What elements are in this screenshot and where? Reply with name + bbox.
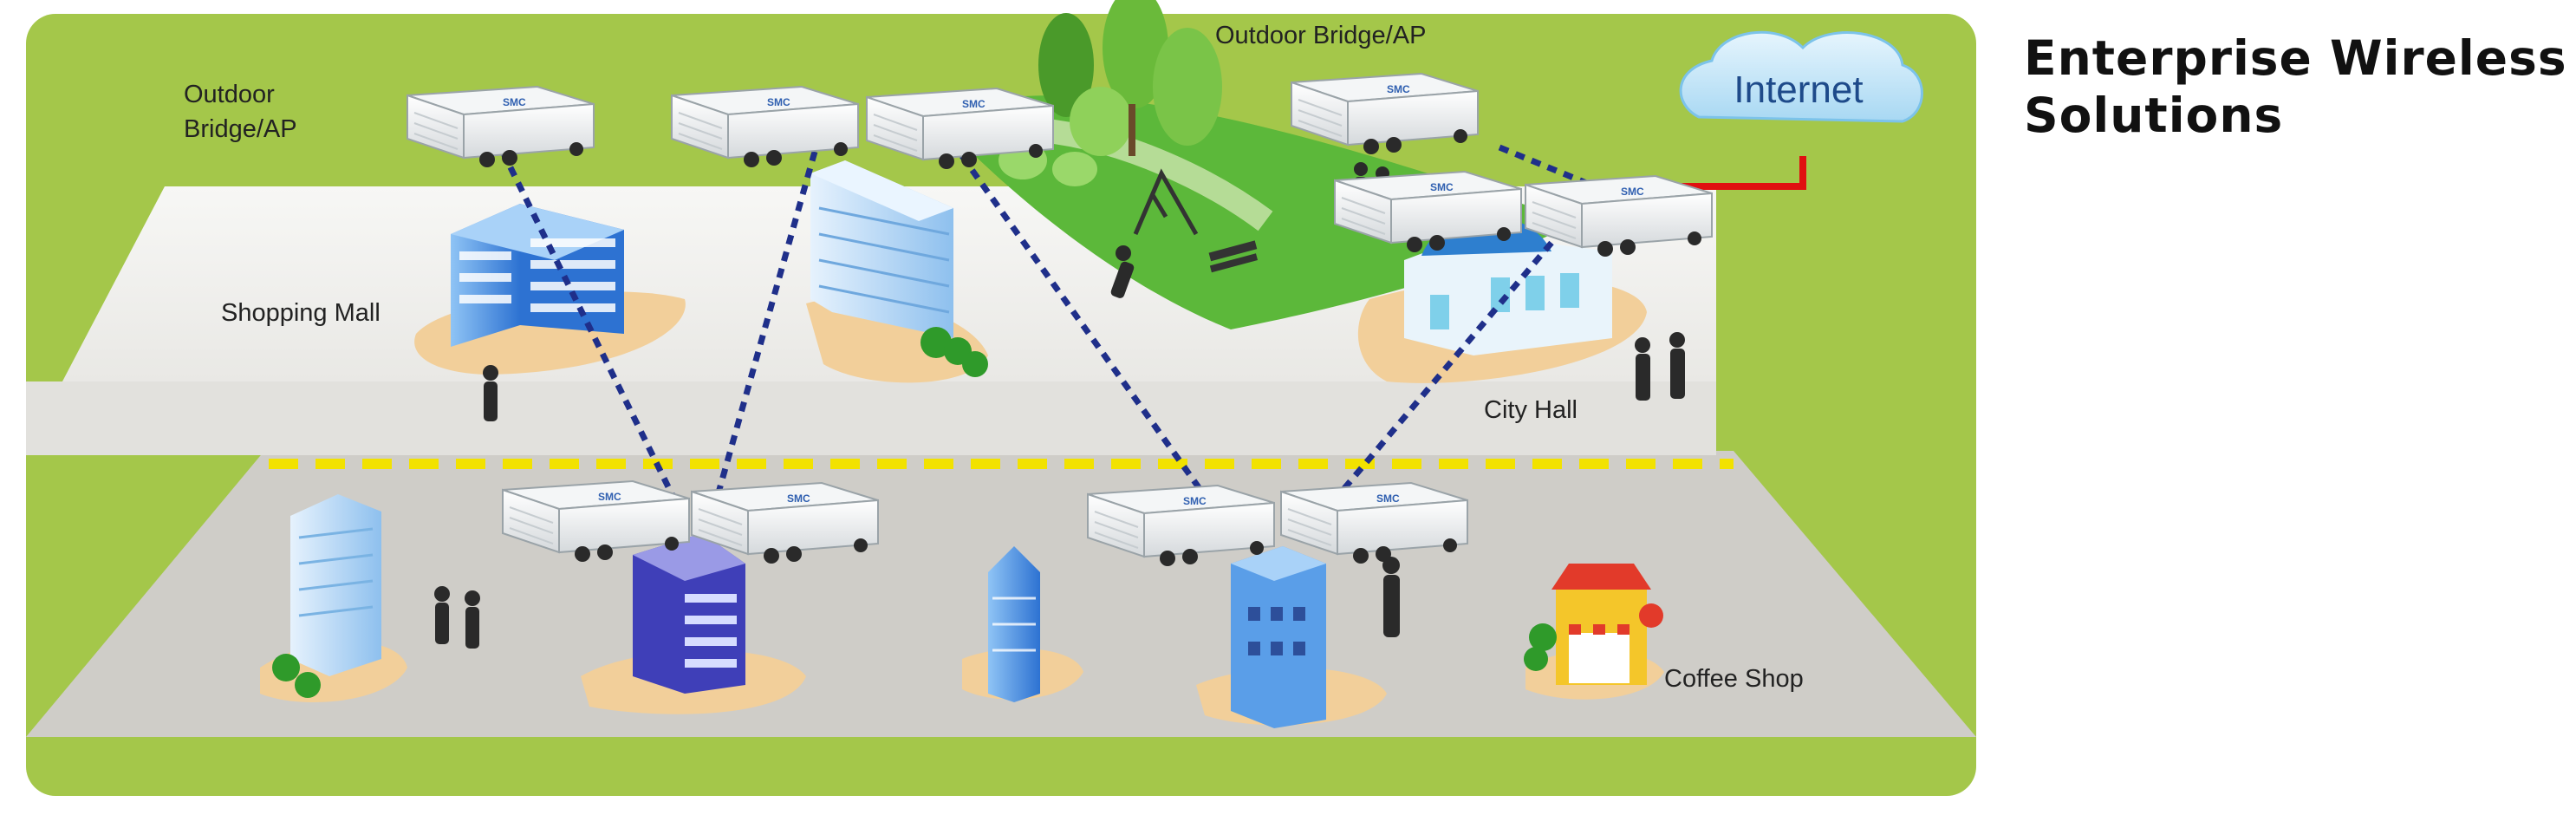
tree-icon bbox=[272, 327, 1557, 698]
device-logo: SMC bbox=[767, 96, 790, 108]
outdoor-ap-device: SMC bbox=[1525, 174, 1713, 257]
wireless-links bbox=[499, 144, 1597, 523]
internet-cloud-icon bbox=[1679, 30, 1923, 123]
internet-label: Internet bbox=[1734, 68, 1863, 111]
building-icon bbox=[810, 160, 953, 338]
outdoor-ap-device: SMC bbox=[1087, 484, 1275, 566]
outdoor-ap-device: SMC bbox=[691, 481, 879, 564]
internet-link bbox=[1682, 156, 1806, 190]
shopping-mall-label: Shopping Mall bbox=[221, 299, 381, 327]
outdoor-bridge-label-line2: Bridge/AP bbox=[184, 115, 297, 143]
device-logo: SMC bbox=[1183, 495, 1207, 507]
device-logo: SMC bbox=[1430, 181, 1454, 193]
building-icon bbox=[451, 204, 624, 347]
title-block: Enterprise Wireless Solutions bbox=[2024, 29, 2567, 144]
coffee-shop-label: Coffee Shop bbox=[1664, 665, 1804, 693]
outdoor-ap-device: SMC bbox=[407, 85, 595, 167]
bench-icon bbox=[1208, 240, 1259, 273]
building-icon bbox=[290, 494, 381, 676]
coffee-shop-icon bbox=[1551, 564, 1663, 685]
outdoor-bridge-top-label: Outdoor Bridge/AP bbox=[1215, 22, 1426, 49]
device-logo: SMC bbox=[1621, 186, 1644, 198]
outdoor-ap-device: SMC bbox=[866, 87, 1054, 169]
swing-icon bbox=[1133, 168, 1199, 236]
device-logo: SMC bbox=[962, 98, 986, 110]
building-icon bbox=[633, 533, 745, 694]
device-logo: SMC bbox=[503, 96, 526, 108]
tree-icon bbox=[999, 0, 1222, 186]
outdoor-bridge-label-line1: Outdoor bbox=[184, 81, 275, 108]
outdoor-ap-device: SMC bbox=[1280, 481, 1468, 564]
access-points: SMC SMC SMC SMC SMC SMC SMC SMC SMC SMC bbox=[407, 72, 1713, 566]
building-icon bbox=[988, 546, 1040, 702]
road-upper-band bbox=[26, 381, 1716, 455]
title-line-2: Solutions bbox=[2024, 88, 2284, 143]
title-line-1: Enterprise Wireless bbox=[2024, 30, 2567, 86]
device-logo: SMC bbox=[1376, 492, 1400, 505]
building-icon bbox=[1231, 546, 1326, 728]
device-logo: SMC bbox=[787, 492, 810, 505]
outdoor-ap-device: SMC bbox=[1291, 72, 1479, 154]
outdoor-ap-device: SMC bbox=[502, 479, 690, 562]
device-logo: SMC bbox=[598, 491, 621, 503]
outdoor-ap-device: SMC bbox=[671, 85, 859, 167]
outdoor-ap-device: SMC bbox=[1334, 170, 1522, 252]
city-hall-label: City Hall bbox=[1484, 396, 1577, 424]
device-logo: SMC bbox=[1387, 83, 1410, 95]
